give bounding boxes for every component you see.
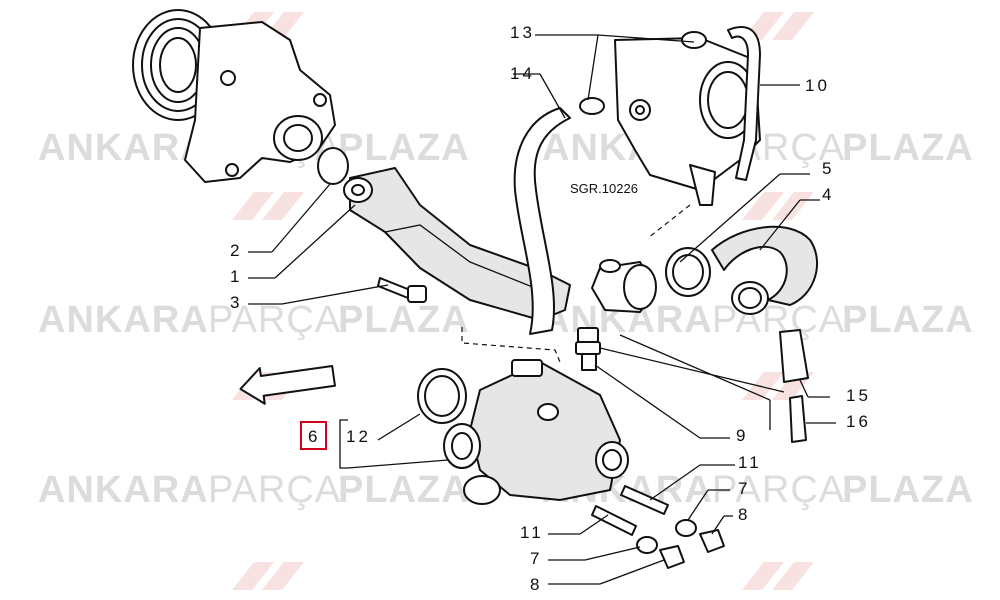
pipe-fitting-illustration: [591, 259, 657, 313]
callout-3: 3: [230, 293, 242, 312]
connector-dash: [647, 204, 691, 239]
callout-11: 11: [520, 523, 544, 542]
callout-11: 11: [738, 453, 762, 472]
reference-code: SGR.10226: [570, 181, 638, 196]
clip-16-illustration: [789, 395, 807, 443]
callout-6[interactable]: 6: [308, 427, 320, 446]
sensor-9-illustration: [575, 327, 601, 371]
callout-7: 7: [530, 549, 542, 568]
o-ring-12-illustration: [417, 368, 467, 424]
watermark-word: PARÇA: [712, 299, 845, 341]
callout-2: 2: [230, 241, 242, 260]
stud-11-illustration: [620, 485, 669, 515]
callout-16: 16: [846, 412, 871, 431]
callout-9: 9: [736, 426, 748, 445]
highlight-box: [300, 421, 327, 450]
watermark-word: PLAZA: [842, 299, 974, 341]
hose-4-illustration: [711, 225, 819, 315]
watermark-word: ANKARA: [38, 127, 209, 169]
watermark-word: PLAZA: [338, 127, 470, 169]
water-pump-illustration: [132, 9, 336, 183]
clamp-5-illustration: [665, 247, 711, 297]
callout-4: 4: [822, 185, 834, 204]
callout-labels: 13 14 10 SGR.10226 5 4 2 1 3 6 12 15 16 …: [230, 23, 871, 594]
callout-15: 15: [846, 386, 871, 405]
hose-14-illustration: [513, 107, 571, 335]
watermark-word: PLAZA: [338, 299, 470, 341]
watermark-word: PARÇA: [208, 299, 341, 341]
watermark-word: PLAZA: [338, 469, 470, 511]
thermostat-housing-illustration: [443, 359, 629, 505]
callout-13: 13: [510, 23, 535, 42]
callout-10: 10: [805, 76, 830, 95]
coolant-pipe-illustration: [343, 167, 571, 321]
callout-7: 7: [738, 479, 750, 498]
nut-8-illustration: [699, 529, 725, 553]
watermark-word: PARÇA: [208, 469, 341, 511]
watermark-text: ANKARA PARÇA PLAZA ANKARA PARÇA PLAZA AN…: [38, 127, 974, 511]
watermark-word: PARÇA: [712, 469, 845, 511]
watermark-word: ANKARA: [38, 299, 209, 341]
watermark-word: PLAZA: [842, 469, 974, 511]
callout-5: 5: [822, 159, 834, 178]
bolt-3-illustration: [377, 277, 427, 303]
watermark-word: PLAZA: [842, 127, 974, 169]
washer-7-illustration: [636, 536, 658, 554]
callout-8: 8: [738, 505, 750, 524]
boot-15-illustration: [779, 329, 809, 383]
callout-8: 8: [530, 575, 542, 594]
callout-12: 12: [346, 427, 371, 446]
o-ring-2-illustration: [317, 147, 349, 185]
nut-8-illustration: [659, 545, 685, 569]
clamp-13-illustration: [579, 97, 605, 115]
callout-1: 1: [230, 267, 242, 286]
direction-arrow-icon: [239, 364, 336, 405]
leader-lines: [248, 34, 836, 585]
watermark-word: ANKARA: [38, 469, 209, 511]
callout-14: 14: [510, 64, 535, 83]
stud-11-illustration: [591, 505, 637, 536]
hose-10-illustration: [727, 26, 761, 181]
washer-7-illustration: [675, 519, 697, 537]
